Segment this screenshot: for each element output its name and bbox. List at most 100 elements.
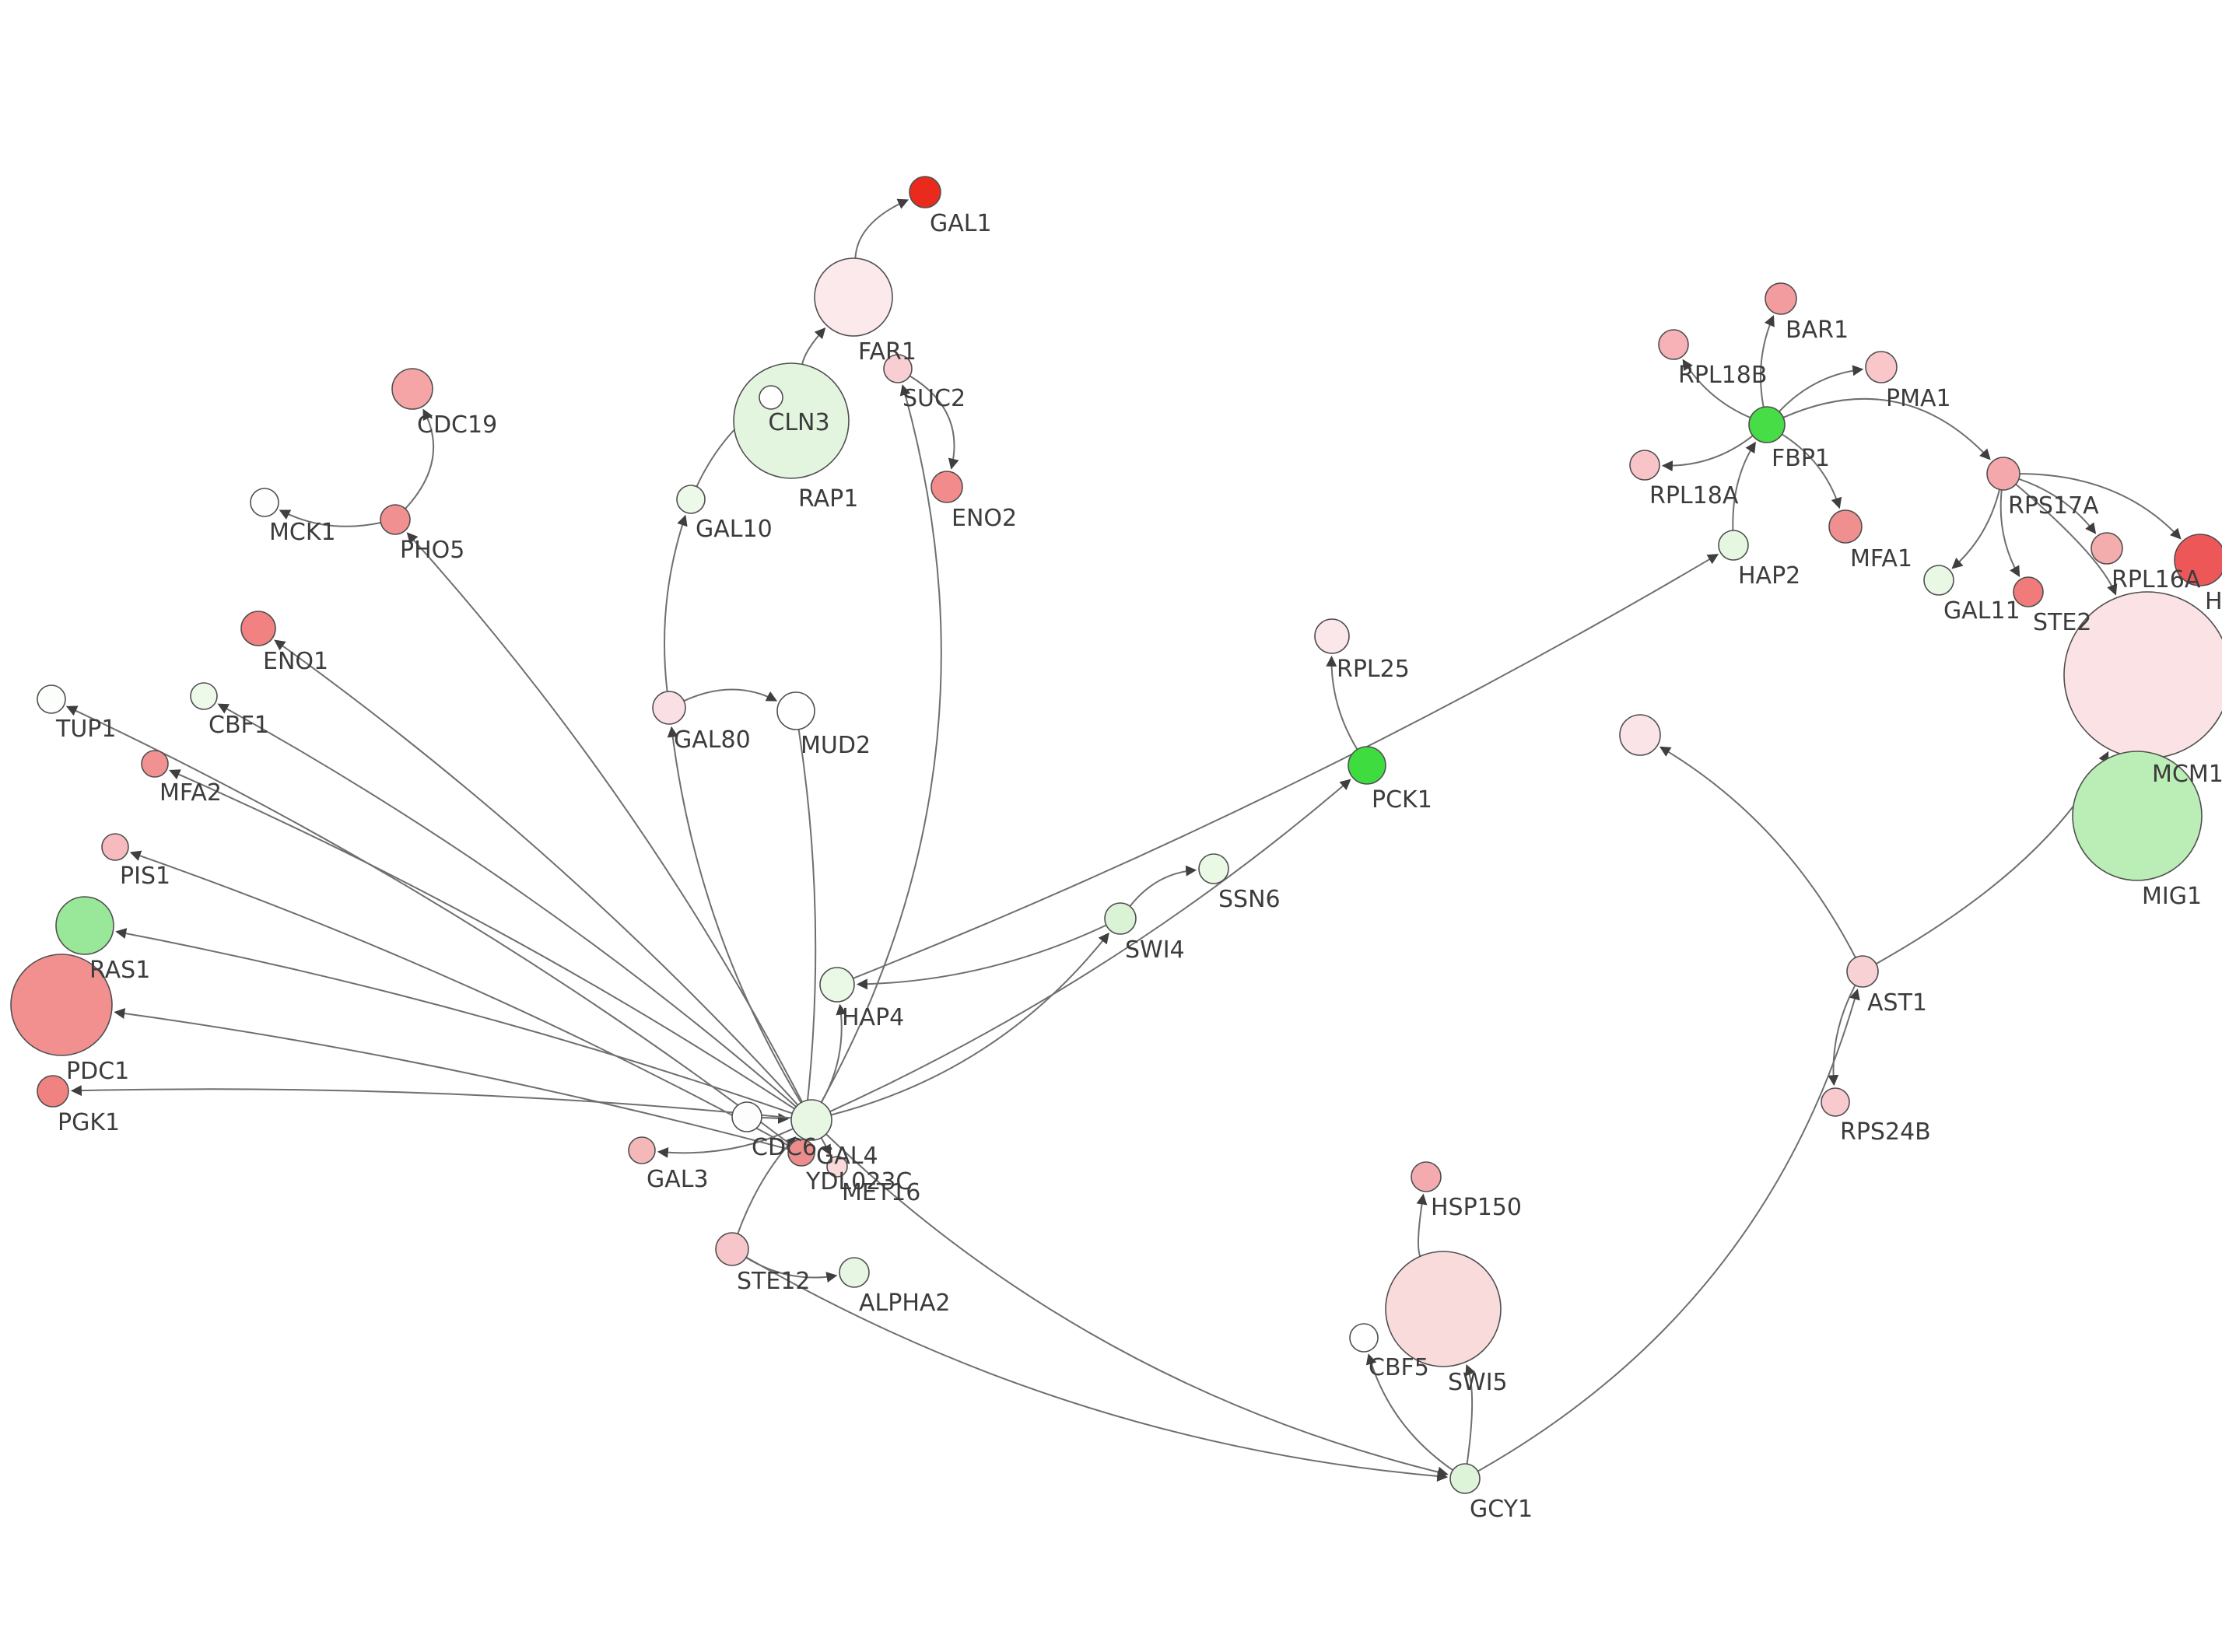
edge-MUD2-YDL023C[interactable]	[797, 729, 817, 1138]
node-TUP1[interactable]	[37, 684, 66, 714]
edge-SUC2-ENO2[interactable]	[909, 375, 959, 470]
edge-PHO5-CDC19[interactable]	[405, 408, 435, 509]
node-UNK1[interactable]	[1619, 714, 1661, 756]
edge-AST1-RPS24B[interactable]	[1828, 985, 1856, 1087]
node-GCY1[interactable]	[1449, 1463, 1481, 1494]
node-RPL18A[interactable]	[1629, 450, 1660, 481]
edge-RPS17A-STE2[interactable]	[1999, 489, 2020, 578]
edge-GCY1-AST1[interactable]	[1477, 989, 1860, 1472]
node-FBP1[interactable]	[1748, 406, 1786, 443]
node-FAR1[interactable]	[814, 257, 893, 337]
node-PCK1[interactable]	[1348, 746, 1386, 785]
node-PDC1[interactable]	[10, 954, 113, 1056]
node-STE12[interactable]	[715, 1232, 749, 1266]
node-RPL18B[interactable]	[1658, 329, 1689, 360]
node-GAL10[interactable]	[676, 485, 706, 514]
node-MFA1[interactable]	[1828, 509, 1863, 544]
edge-PCK1-RPL25[interactable]	[1326, 655, 1358, 751]
edge-GAL80-GAL10[interactable]	[664, 514, 688, 692]
edge-RPS17A-MCM1[interactable]	[2015, 483, 2118, 596]
edge-AST1-MCM1[interactable]	[1875, 751, 2109, 965]
edge-SWI4-HAP4[interactable]	[856, 924, 1107, 990]
edge-STE12-GCY1[interactable]	[745, 1256, 1449, 1482]
node-PHO5[interactable]	[380, 504, 411, 535]
edge-GAL80-MUD2[interactable]	[683, 688, 778, 702]
node-ENO1[interactable]	[240, 611, 276, 646]
edge-FBP1-BAR1[interactable]	[1760, 314, 1775, 408]
node-ENO2[interactable]	[931, 471, 963, 503]
edge-GAL4-SUC2[interactable]	[820, 384, 942, 1103]
edge-GAL4-GAL80[interactable]	[667, 726, 802, 1104]
node-MET16[interactable]	[826, 1156, 848, 1178]
node-RPL25[interactable]	[1314, 618, 1350, 654]
node-PMA1[interactable]	[1865, 351, 1898, 383]
edge-GAL4-CBF1[interactable]	[217, 703, 797, 1108]
node-RPL16A[interactable]	[2091, 532, 2123, 565]
node-GAL1[interactable]	[909, 176, 941, 208]
node-GAL11[interactable]	[1923, 565, 1954, 596]
node-MFA2[interactable]	[141, 750, 169, 778]
edge-GAL4-HAP4[interactable]	[820, 1003, 847, 1103]
edge-GAL4-MET16[interactable]	[820, 1137, 832, 1157]
node-PIS1[interactable]	[101, 833, 129, 861]
edge-RPS17A-RPL16A[interactable]	[2018, 478, 2097, 534]
node-HAP2[interactable]	[1718, 530, 1749, 561]
edge-HAP2-FBP1[interactable]	[1732, 441, 1756, 531]
node-MIG1[interactable]	[2072, 751, 2203, 881]
edge-SWI4-SSN6[interactable]	[1129, 865, 1197, 907]
node-AST1[interactable]	[1846, 955, 1879, 988]
edge-FBP1-MFA1[interactable]	[1781, 433, 1842, 509]
edge-AST1-UNK1[interactable]	[1659, 746, 1856, 958]
node-HSP150[interactable]	[1411, 1161, 1442, 1192]
edge-STE12-GAL4[interactable]	[737, 1136, 797, 1234]
edge-HAP4-HAP2[interactable]	[853, 554, 1719, 979]
edge-GAL4-RAS1[interactable]	[115, 928, 793, 1115]
node-SWI4[interactable]	[1104, 902, 1137, 935]
node-YDL023C[interactable]	[787, 1139, 815, 1167]
edge-CDC6-GAL4[interactable]	[761, 1112, 790, 1124]
edge-PHO5-MCK1[interactable]	[279, 509, 381, 527]
node-CDC19[interactable]	[391, 368, 433, 410]
edge-GAL4-PGK1[interactable]	[70, 1085, 792, 1119]
edge-SWI5-HSP150[interactable]	[1416, 1193, 1428, 1257]
edge-YDL023C-TUP1[interactable]	[65, 705, 792, 1146]
node-RPS24B[interactable]	[1821, 1087, 1850, 1117]
node-CDC6[interactable]	[731, 1101, 762, 1132]
node-HIS4[interactable]	[2174, 534, 2222, 586]
node-RPS17A[interactable]	[1986, 457, 2020, 491]
edge-YDL023C-PDC1[interactable]	[114, 1008, 789, 1150]
edge-GAL4-MFA2[interactable]	[169, 769, 795, 1110]
edge-FAR1-GAL1[interactable]	[854, 198, 909, 259]
edge-GAL4-PCK1[interactable]	[829, 779, 1351, 1113]
node-GAL4[interactable]	[790, 1099, 832, 1141]
node-BAR1[interactable]	[1765, 282, 1797, 315]
node-SWI5[interactable]	[1385, 1251, 1502, 1367]
edge-RPS17A-GAL11[interactable]	[1951, 489, 2000, 569]
node-CBF5[interactable]	[1349, 1323, 1379, 1353]
node-RAS1[interactable]	[55, 896, 114, 955]
node-PGK1[interactable]	[37, 1075, 69, 1108]
node-RAP1[interactable]	[759, 385, 783, 410]
node-MUD2[interactable]	[776, 691, 815, 730]
edge-GAL4-GCY1[interactable]	[825, 1133, 1449, 1478]
edge-FBP1-PMA1[interactable]	[1779, 365, 1864, 412]
node-MCK1[interactable]	[250, 488, 279, 517]
edge-FBP1-RPS17A[interactable]	[1782, 397, 1991, 460]
node-CBF1[interactable]	[190, 682, 218, 710]
edge-GCY1-CBF5[interactable]	[1365, 1353, 1453, 1472]
node-GAL80[interactable]	[652, 691, 686, 725]
edge-YDL023C-PIS1[interactable]	[129, 850, 790, 1147]
edge-GAL4-SWI4[interactable]	[830, 932, 1109, 1116]
node-ALPHA2[interactable]	[839, 1257, 870, 1288]
node-GAL3[interactable]	[628, 1136, 656, 1164]
node-STE2[interactable]	[2013, 576, 2044, 607]
node-HAP4[interactable]	[819, 967, 855, 1003]
edge-FBP1-RPL18B[interactable]	[1682, 359, 1751, 418]
edge-GAL4-ENO1[interactable]	[274, 639, 799, 1106]
edge-CLN3-FAR1[interactable]	[801, 327, 826, 365]
edge-FBP1-RPL18A[interactable]	[1661, 435, 1754, 472]
edge-RPS17A-HIS4[interactable]	[2019, 473, 2182, 540]
edge-GCY1-SWI5[interactable]	[1465, 1363, 1476, 1465]
edge-GAL4-PHO5[interactable]	[406, 532, 803, 1103]
